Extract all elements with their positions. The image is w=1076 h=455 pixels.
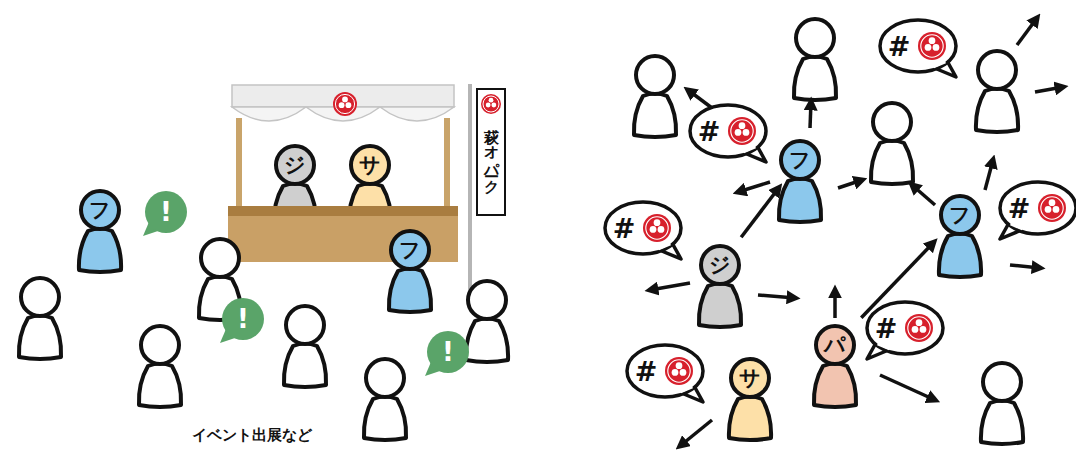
person-head: フ <box>387 227 433 273</box>
spread-arrow <box>688 90 712 108</box>
booth-post <box>444 118 450 214</box>
exclaim-bubble: ! <box>217 295 267 345</box>
person-head: サ <box>727 355 773 401</box>
person-body <box>364 397 406 441</box>
person-initial: フ <box>937 192 983 238</box>
hashtag-mark: # <box>871 301 901 355</box>
person-initial: ジ <box>272 142 318 188</box>
person-initial: サ <box>347 142 393 188</box>
banner-text: 萩ジオパーク <box>478 118 504 214</box>
booth-counter-top <box>228 206 458 216</box>
person-initial: フ <box>77 187 123 233</box>
person-body <box>19 316 61 360</box>
spread-arrow <box>880 375 935 400</box>
hashtag-mark: # <box>1004 181 1034 235</box>
person-body <box>871 141 913 185</box>
person-head <box>286 306 324 344</box>
booth-post <box>236 118 242 214</box>
person-head <box>636 56 674 94</box>
person-head: ジ <box>697 242 743 288</box>
spread-arrow <box>833 290 837 318</box>
person-head <box>201 239 239 277</box>
spread-arrow <box>838 180 862 188</box>
hashtag-bubble: # <box>623 342 707 404</box>
geopark-logo <box>905 314 933 342</box>
person-body <box>139 364 181 408</box>
person-initial: ジ <box>697 242 743 288</box>
person-body <box>634 94 676 138</box>
caption-label: イベント出展など <box>192 426 312 445</box>
person-body <box>699 284 741 328</box>
person-initial: フ <box>777 137 823 183</box>
person-body <box>981 401 1023 445</box>
person-head <box>978 51 1016 89</box>
geopark-logo <box>1038 194 1066 222</box>
person-head <box>21 278 59 316</box>
exclaim-bubble: ! <box>422 328 472 378</box>
hashtag-bubble: # <box>863 299 947 361</box>
person-head: フ <box>77 187 123 233</box>
spread-arrow <box>1010 265 1040 268</box>
exclaim-bubble: ! <box>140 188 190 238</box>
spread-arrow <box>738 182 770 192</box>
spread-arrow <box>758 295 795 298</box>
person-head: パ <box>812 322 858 368</box>
person-initial: フ <box>387 227 433 273</box>
person-head <box>468 281 506 319</box>
exclaim-mark: ! <box>145 191 187 233</box>
person-body <box>729 397 771 441</box>
person-body <box>794 57 836 101</box>
person-head <box>141 326 179 364</box>
spread-arrow <box>680 420 712 446</box>
person-body <box>466 319 508 363</box>
spread-arrow <box>1035 87 1063 92</box>
person-head: ジ <box>272 142 318 188</box>
spread-arrow <box>985 160 993 190</box>
hashtag-mark: # <box>609 201 639 255</box>
spread-arrow <box>810 102 811 128</box>
person-initial: パ <box>812 322 858 368</box>
hashtag-bubble: # <box>996 179 1076 241</box>
geopark-logo <box>918 32 946 60</box>
geopark-logo <box>643 214 671 242</box>
person-body <box>939 234 981 278</box>
person-body <box>284 344 326 388</box>
banner-flag: 萩ジオパーク <box>476 88 506 216</box>
person-head <box>796 19 834 57</box>
person-body <box>779 179 821 223</box>
person-body <box>814 364 856 408</box>
flag-pole <box>468 84 472 302</box>
flag-logo <box>478 90 504 118</box>
person-head <box>983 363 1021 401</box>
person-head <box>366 359 404 397</box>
hashtag-mark: # <box>631 344 661 398</box>
geopark-logo <box>665 357 693 385</box>
person-body <box>79 229 121 273</box>
spread-arrow <box>650 283 690 290</box>
hashtag-mark: # <box>694 104 724 158</box>
spread-arrow <box>861 242 933 317</box>
hashtag-mark: # <box>884 19 914 73</box>
geopark-logo <box>333 92 357 116</box>
exclaim-mark: ! <box>222 298 264 340</box>
spread-arrow <box>1017 18 1037 45</box>
spread-arrow <box>741 188 779 237</box>
person-head <box>873 103 911 141</box>
person-initial: サ <box>727 355 773 401</box>
person-head: サ <box>347 142 393 188</box>
exclaim-mark: ! <box>427 331 469 373</box>
person-head: フ <box>937 192 983 238</box>
hashtag-bubble: # <box>601 199 685 261</box>
person-head: フ <box>777 137 823 183</box>
hashtag-bubble: # <box>876 17 960 79</box>
person-body <box>976 89 1018 133</box>
geopark-logo <box>728 117 756 145</box>
person-body <box>389 269 431 313</box>
hashtag-bubble: # <box>686 102 770 164</box>
spread-arrow <box>912 185 935 205</box>
geopark-logo <box>481 94 501 114</box>
